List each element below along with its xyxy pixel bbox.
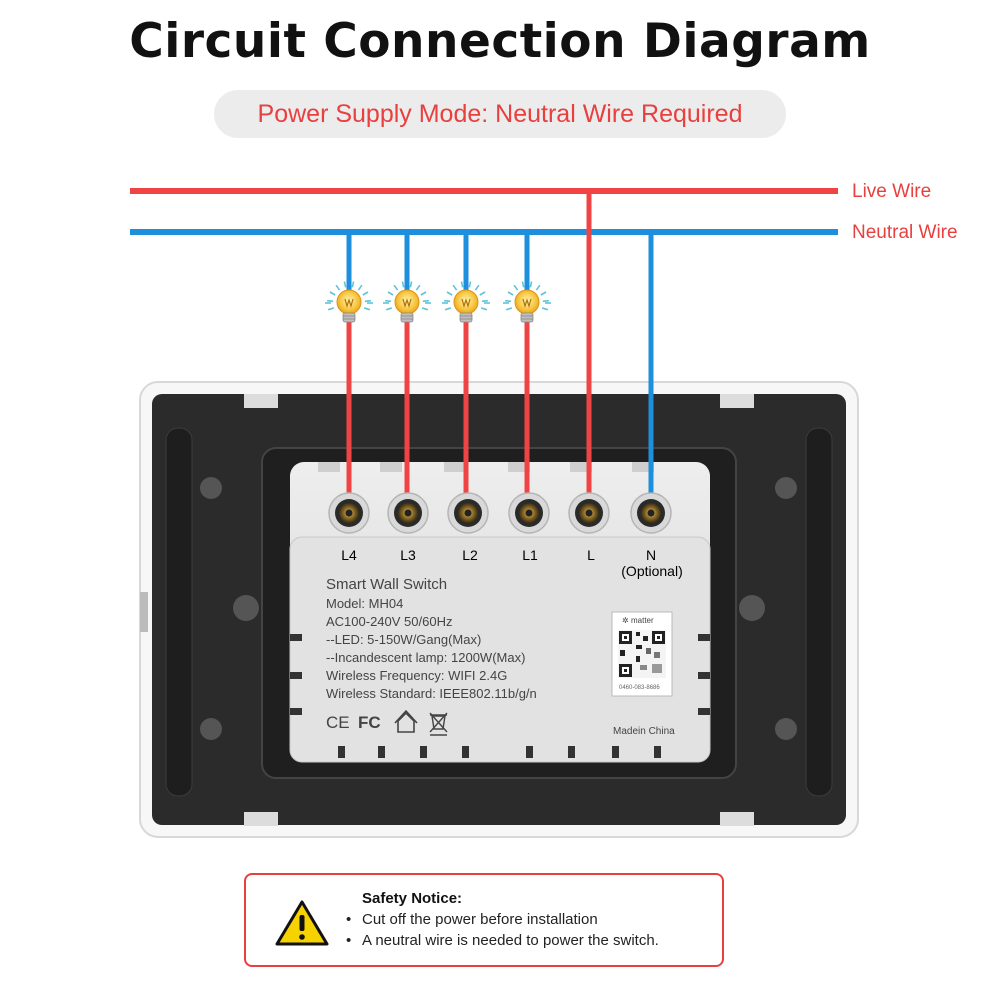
spec-line: Wireless Frequency: WIFI 2.4G <box>326 668 507 683</box>
light-bulb-icon <box>442 281 490 323</box>
terminal-note-n: (Optional) <box>621 563 682 579</box>
safety-notice-item: •A neutral wire is needed to power the s… <box>346 932 659 949</box>
terminal-screw <box>447 492 489 534</box>
matter-qr-label: ✲ matter 0460-083-8686 <box>611 611 673 697</box>
terminal-label-l3: L3 <box>400 547 416 563</box>
terminal-label-l4: L4 <box>341 547 357 563</box>
page-title: Circuit Connection Diagram <box>129 14 871 69</box>
screw-hole <box>233 595 259 621</box>
side-slot <box>165 427 193 797</box>
origin-text: Madein China <box>613 726 675 737</box>
home-icon <box>394 709 418 733</box>
warning-icon <box>275 900 329 946</box>
weee-bin-icon <box>429 712 448 736</box>
screw-hole <box>739 595 765 621</box>
screw-hole <box>200 718 222 740</box>
side-slot <box>805 427 833 797</box>
safety-notice-title: Safety Notice: <box>362 890 463 907</box>
svg-text:✲: ✲ <box>622 616 629 625</box>
light-bulb-icon <box>503 281 551 323</box>
matter-logo-text: matter <box>631 616 654 625</box>
spec-line: AC100-240V 50/60Hz <box>326 614 452 629</box>
spec-label-plate <box>289 536 711 763</box>
mounting-tab <box>720 394 754 408</box>
mounting-tab <box>244 812 278 826</box>
light-bulb-icon <box>383 281 431 323</box>
terminal-label-l2: L2 <box>462 547 478 563</box>
spec-line: Model: MH04 <box>326 596 403 611</box>
terminal-screw <box>630 492 672 534</box>
safety-notice-item-text: A neutral wire is needed to power the sw… <box>362 932 659 949</box>
terminal-screw <box>508 492 550 534</box>
safety-notice-item: •Cut off the power before installation <box>346 911 598 928</box>
device-name: Smart Wall Switch <box>326 576 447 593</box>
terminal-label-l1: L1 <box>522 547 538 563</box>
qr-code-number: 0460-083-8686 <box>619 685 660 691</box>
wiring-diagram: L4 L3 L2 L1 L N (Optional) Smart Wall Sw… <box>130 188 859 838</box>
terminal-label-n: N <box>646 547 656 563</box>
neutral-wire-label: Neutral Wire <box>852 222 958 243</box>
screw-hole <box>775 477 797 499</box>
live-wire-label: Live Wire <box>852 181 932 202</box>
mounting-tab <box>244 394 278 408</box>
terminal-screw <box>387 492 429 534</box>
mounting-tab <box>720 812 754 826</box>
terminal-screw <box>328 492 370 534</box>
ce-mark: CE <box>326 713 350 732</box>
spec-line: Wireless Standard: IEEE802.11b/g/n <box>326 686 537 701</box>
fcc-mark: FC <box>358 713 381 732</box>
terminal-label-l: L <box>587 547 595 563</box>
safety-notice-item-text: Cut off the power before installation <box>362 911 598 928</box>
switch-device <box>139 381 859 838</box>
safety-notice: Safety Notice: •Cut off the power before… <box>244 873 724 967</box>
spec-line: --LED: 5-150W/Gang(Max) <box>326 632 481 647</box>
terminal-screw <box>568 492 610 534</box>
spec-line: --Incandescent lamp: 1200W(Max) <box>326 650 525 665</box>
screw-hole <box>200 477 222 499</box>
qr-code-icon <box>618 630 666 678</box>
light-bulb-icon <box>325 281 373 323</box>
screw-hole <box>775 718 797 740</box>
power-mode-badge: Power Supply Mode: Neutral Wire Required <box>214 90 786 138</box>
